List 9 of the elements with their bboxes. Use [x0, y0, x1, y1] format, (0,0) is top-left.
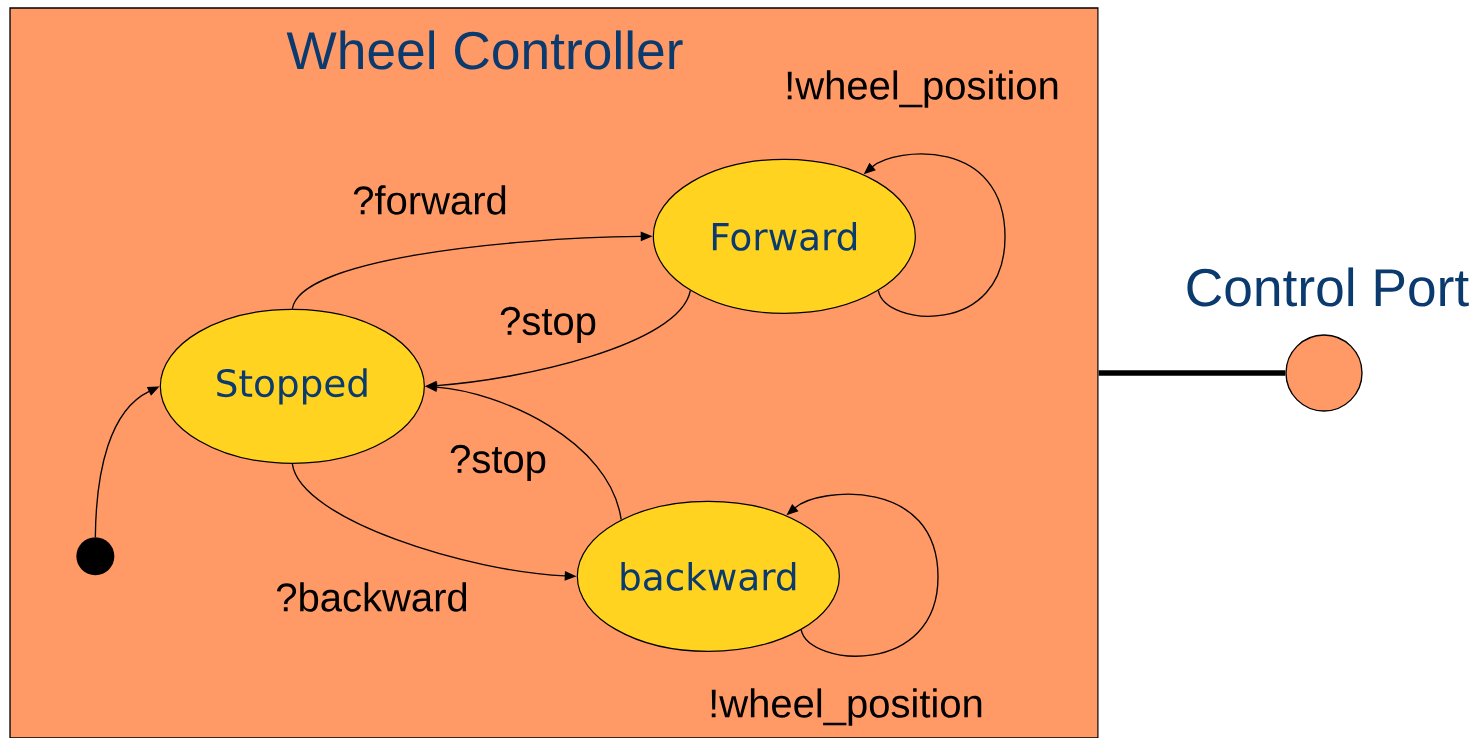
edge-label: ?backward [276, 582, 467, 612]
connector-line [1098, 370, 1286, 376]
edge-label: ?stop [500, 306, 596, 344]
initial-state-dot [76, 537, 115, 576]
edge-label: !wheel_position [711, 688, 982, 726]
edge-label: !wheel_position [787, 70, 1058, 108]
edge-label: ?stop [450, 444, 546, 482]
node-label: Control Port [1187, 267, 1469, 307]
edge-label: ?forward [353, 185, 506, 215]
